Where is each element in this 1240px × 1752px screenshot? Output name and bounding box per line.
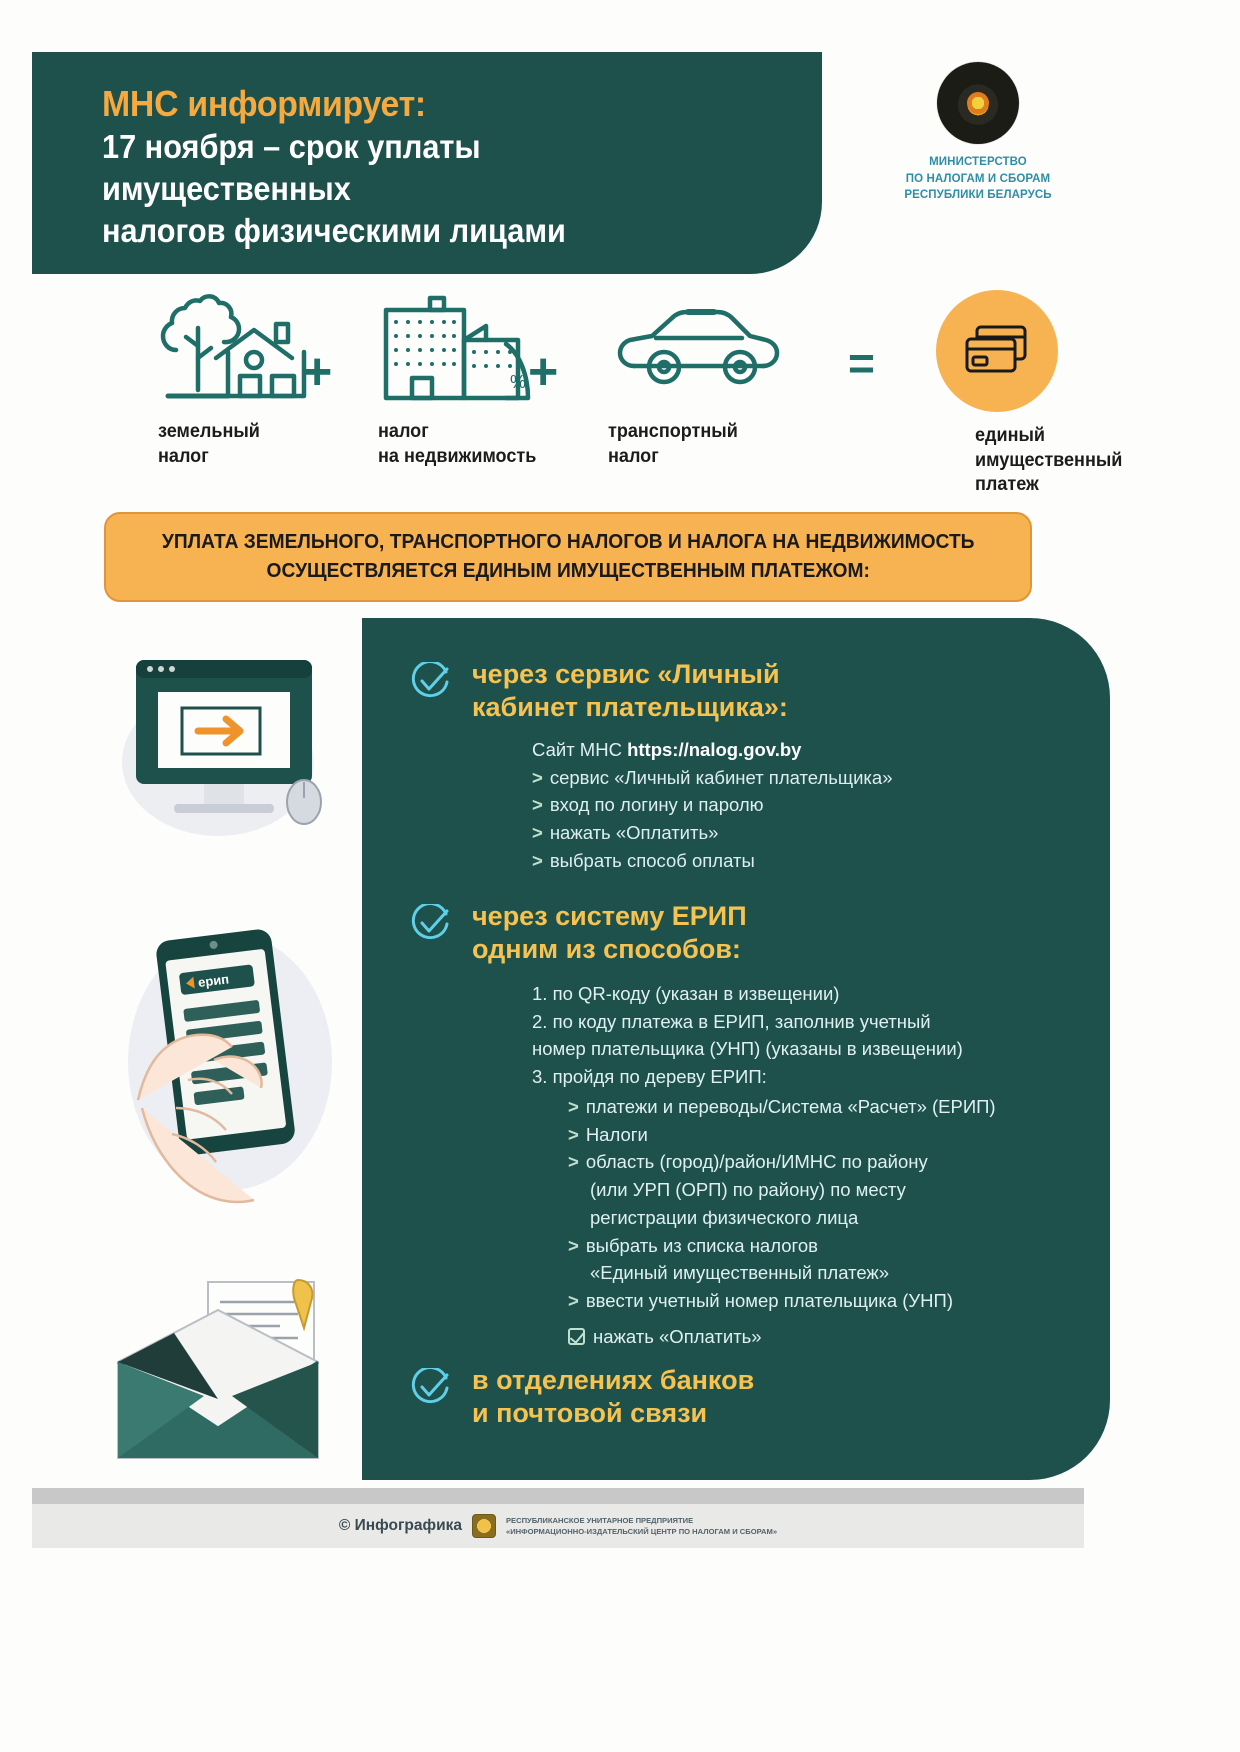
erip-tree-item-3-cont-1: (или УРП (ОРП) по району) по месту [590,1179,906,1201]
method1-bullet-1: >сервис «Личный кабинет плательщика» [532,766,893,788]
method-banks-post: в отделениях банков и почтовой связи [410,1364,1070,1430]
formula-label-land-2: налог [158,445,209,467]
method2-num-3: 3. пройдя по дереву ЕРИП: [532,1066,767,1088]
tax-formula-row: земельный налог + [130,288,1122,495]
formula-label-transport-2: налог [608,445,659,467]
footer-org-line1: РЕСПУБЛИКАНСКОЕ УНИТАРНОЕ ПРЕДПРИЯТИЕ [505,1516,694,1525]
header-title-line1: МНС информирует: [102,83,426,124]
formula-item-transport-tax: транспортный налог [608,288,838,469]
envelope-document-icon [112,1278,332,1469]
chevron-right-icon: > [568,1151,579,1173]
payment-methods-panel: через сервис «Личный кабинет плательщика… [362,618,1110,1480]
method1-title-line1: через сервис «Личный [472,659,780,689]
erip-tree-item-4-cont-1: «Единый имущественный платеж» [590,1262,890,1284]
hand-phone-erip-icon: ерип [118,912,348,1227]
method1-site-line: Сайт МНС https://nalog.gov.by [532,736,1070,764]
method3-title-line2: и почтовой связи [472,1397,708,1428]
chevron-right-icon: > [568,1095,579,1117]
method-personal-account: через сервис «Личный кабинет плательщика… [410,658,1070,875]
payment-cards-icon [965,325,1027,373]
method1-title-line2: кабинет плательщика»: [472,691,788,722]
footer-org-line2: «ИНФОРМАЦИОННО-ИЗДАТЕЛЬСКИЙ ЦЕНТР ПО НАЛ… [505,1527,778,1536]
method2-num-2-cont: номер плательщика (УНП) (указаны в извещ… [532,1038,963,1060]
formula-label-transport-1: транспортный [608,421,738,442]
banner-line2: ОСУЩЕСТВЛЯЕТСЯ ЕДИНЫМ ИМУЩЕСТВЕННЫМ ПЛАТ… [266,560,870,582]
seal-icon [471,1514,496,1538]
erip-tree-item-4: >выбрать из списка налогов «Единый имуще… [568,1232,1090,1288]
chevron-right-icon: > [568,1290,579,1312]
erip-tree-item-1: >платежи и переводы/Система «Расчет» (ЕР… [568,1095,996,1117]
formula-item-land-tax: земельный налог [158,288,378,469]
house-with-tree-icon [158,288,378,406]
erip-tree-item-3: >область (город)/район/ИМНС по району (и… [568,1148,1090,1231]
unified-payment-badge [936,290,1058,412]
coat-of-arms-belarus-icon [937,62,1019,144]
buildings-icon: % [378,288,608,406]
plus-symbol-2: + [528,343,559,401]
formula-item-property-tax: % налог на недвижимость [378,288,608,469]
footer-copyright: © Инфографика [338,1517,462,1534]
chevron-right-icon: > [568,1234,579,1256]
ministry-emblem: МИНИСТЕРСТВО ПО НАЛОГАМ И СБОРАМ РЕСПУБЛ… [878,62,1078,204]
orange-callout-banner: УПЛАТА ЗЕМЕЛЬНОГО, ТРАНСПОРТНОГО НАЛОГОВ… [104,512,1032,602]
desktop-monitor-icon [118,652,330,847]
epp-label-3: платеж [975,474,1039,496]
method2-num-1: 1. по QR-коду (указан в извещении) [532,982,840,1004]
method2-title-line2: одним из способов: [472,933,741,964]
header-banner: МНС информирует: 17 ноября – срок уплаты… [32,52,822,274]
car-icon [608,288,838,406]
epp-label-1: единый [975,425,1046,446]
emblem-text-line2: ПО НАЛОГАМ И СБОРАМ [905,172,1051,185]
checkbox-icon [568,1327,585,1345]
method1-bullet-3: >нажать «Оплатить» [532,822,719,844]
unified-payment-label: единый имущественный платеж [975,424,1175,498]
chevron-right-icon: > [532,766,543,788]
header-title-line2: 17 ноября – срок уплаты имущественных [102,127,481,208]
method2-num-2: 2. по коду платежа в ЕРИП, заполнив учет… [532,1010,931,1032]
epp-label-2: имущественный [975,449,1123,471]
footer: © Инфографика РЕСПУБЛИКАНСКОЕ УНИТАРНОЕ … [32,1504,1084,1548]
check-circle-icon [411,904,449,940]
erip-tree-item-3-cont-2: регистрации физического лица [590,1206,859,1228]
footer-divider [32,1488,1084,1504]
banner-line1: УПЛАТА ЗЕМЕЛЬНОГО, ТРАНСПОРТНОГО НАЛОГОВ… [161,531,975,553]
erip-tree-item-5: >ввести учетный номер плательщика (УНП) [568,1290,953,1312]
header-title-line3: налогов физическими лицами [102,212,566,250]
emblem-text-line1: МИНИСТЕРСТВО [929,156,1027,168]
erip-tree-list: >платежи и переводы/Система «Расчет» (ЕР… [568,1093,1090,1351]
method1-bullet-4: >выбрать способ оплаты [532,849,755,871]
method3-title-line1: в отделениях банков [472,1365,755,1395]
formula-label-property-2: на недвижимость [378,445,537,467]
plus-symbol-1: + [302,343,333,401]
site-url[interactable]: https://nalog.gov.by [627,738,802,760]
svg-text:ерип: ерип [197,971,230,990]
method2-title-line1: через систему ЕРИП [472,901,747,931]
check-circle-icon [411,662,449,698]
chevron-right-icon: > [532,822,543,844]
chevron-right-icon: > [568,1123,579,1145]
equals-symbol: = [848,337,875,389]
erip-final-action: нажать «Оплатить» [568,1323,1090,1351]
method-erip: через систему ЕРИП одним из способов: 1.… [410,900,1090,1351]
emblem-text-line3: РЕСПУБЛИКИ БЕЛАРУСЬ [904,189,1052,202]
formula-label-land-1: земельный [158,421,260,442]
site-prefix: Сайт МНС [532,738,628,760]
method1-bullet-2: >вход по логину и паролю [532,794,764,816]
formula-label-property-1: налог [378,421,429,442]
erip-tree-item-2: >Налоги [568,1123,648,1145]
chevron-right-icon: > [532,794,543,816]
svg-text:%: % [510,372,526,392]
chevron-right-icon: > [532,849,543,871]
check-circle-icon [411,1368,449,1404]
